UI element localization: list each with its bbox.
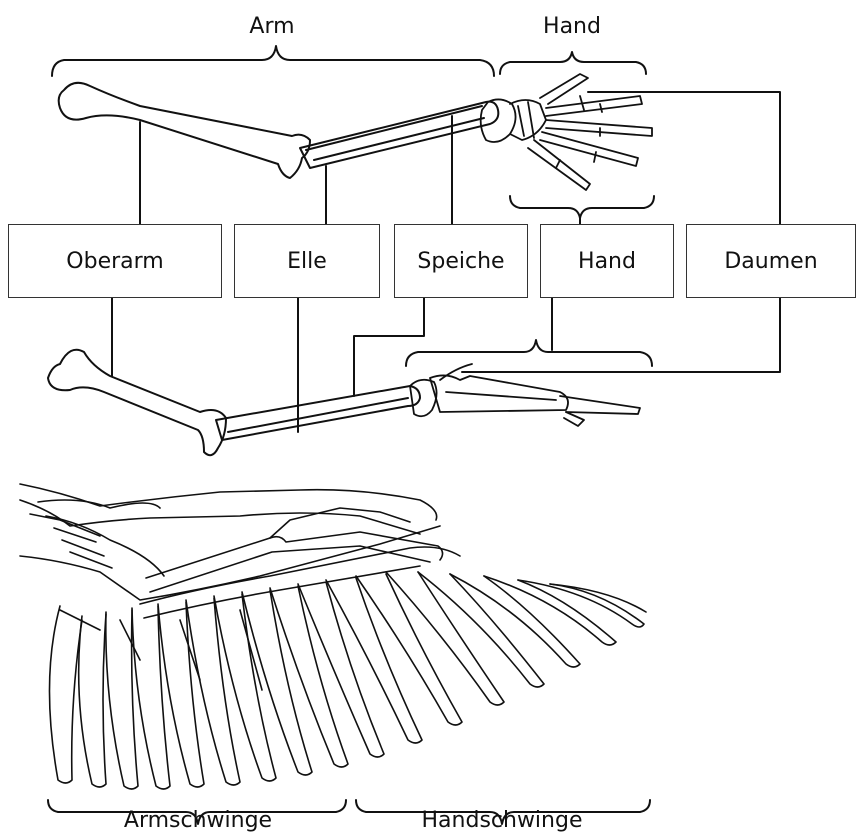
arm-label: Arm (249, 14, 294, 40)
human-humerus (59, 83, 310, 178)
box-elle: Elle (234, 224, 380, 298)
armschwinge-label: Armschwinge (124, 808, 272, 834)
box-elle-label: Elle (287, 249, 327, 274)
box-oberarm-label: Oberarm (66, 249, 163, 274)
hand-brace (500, 52, 646, 74)
human-radius-ulna (300, 102, 498, 168)
wing-drawing (20, 484, 646, 789)
bird-radius-ulna (216, 386, 420, 440)
arm-brace (52, 46, 494, 76)
bird-hand-brace (406, 340, 652, 366)
hand-top-label: Hand (543, 14, 601, 40)
box-hand-label: Hand (578, 249, 636, 274)
leader-daumen-top (588, 92, 780, 224)
box-speiche: Speiche (394, 224, 528, 298)
leader-daumen-bottom (462, 298, 780, 372)
leader-speiche-bottom (354, 298, 424, 396)
box-hand: Hand (540, 224, 674, 298)
box-daumen: Daumen (686, 224, 856, 298)
box-oberarm: Oberarm (8, 224, 222, 298)
bird-humerus (48, 350, 226, 455)
box-daumen-label: Daumen (724, 249, 817, 274)
human-hand-brace (510, 196, 654, 218)
box-speiche-label: Speiche (417, 249, 504, 274)
bird-hand (410, 364, 640, 426)
handschwinge-label: Handschwinge (422, 808, 583, 834)
